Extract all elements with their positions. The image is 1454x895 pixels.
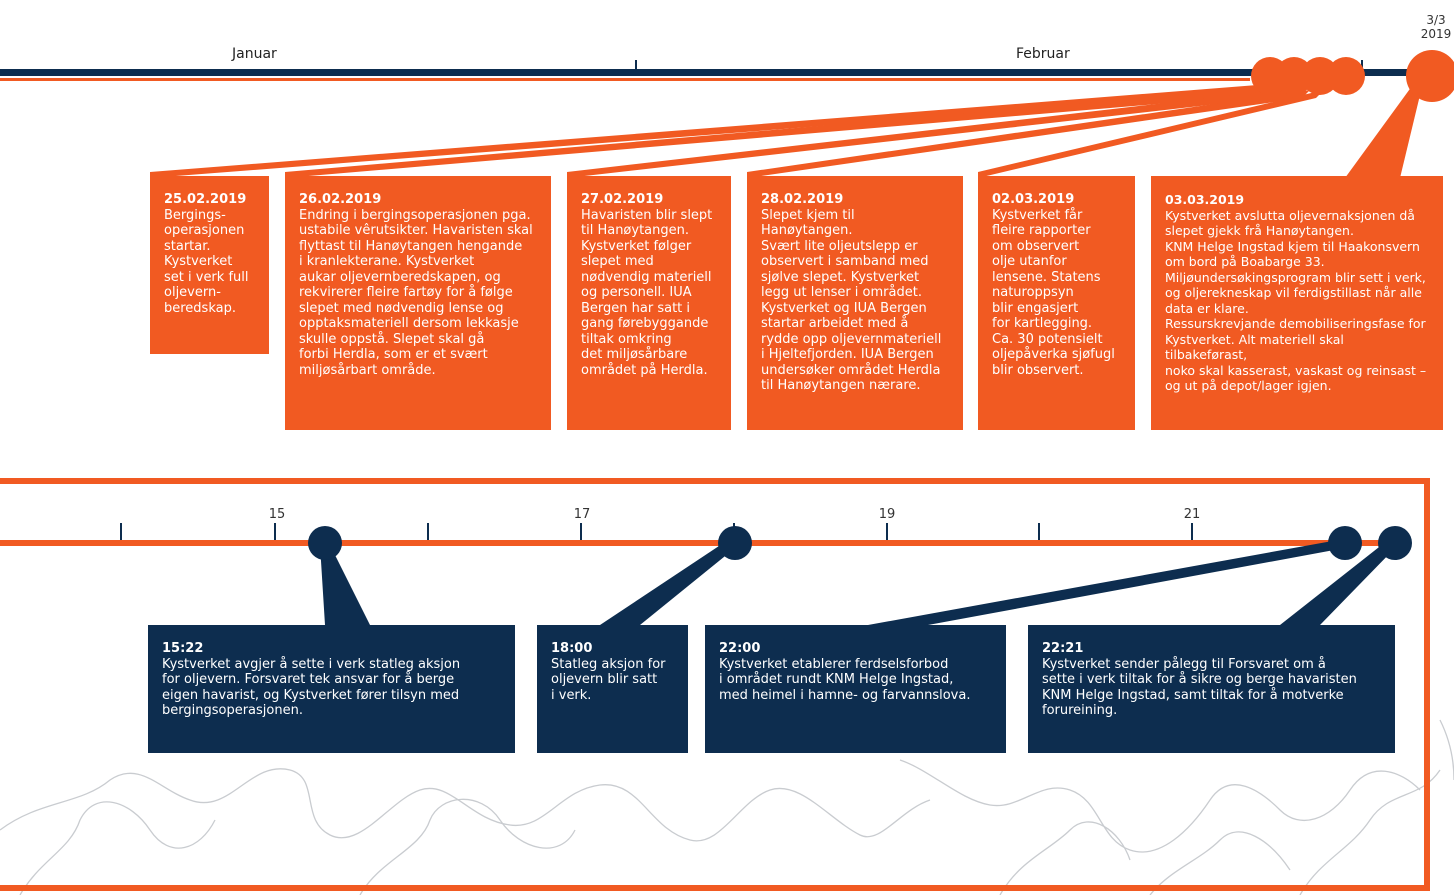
event-box-18-00: 18:00 Statleg aksjon for oljevern blir s… bbox=[537, 625, 688, 753]
event-date: 02.03.2019 bbox=[992, 192, 1075, 207]
connector-03-03 bbox=[1345, 86, 1420, 178]
connector-28-02 bbox=[747, 90, 1310, 178]
event-dot-15-22 bbox=[308, 526, 342, 560]
connector-27-02 bbox=[567, 88, 1295, 178]
connector-25-02 bbox=[150, 84, 1270, 178]
hour-tick-label-21: 21 bbox=[1183, 507, 1201, 522]
event-text: Kystverket får fleire rapporter om obser… bbox=[992, 207, 1115, 378]
month-label-januar: Januar bbox=[232, 46, 277, 62]
event-date: 28.02.2019 bbox=[761, 192, 844, 207]
event-date: 25.02.2019 bbox=[164, 192, 247, 207]
event-text: Kystverket avgjer å sette i verk statleg… bbox=[162, 656, 461, 719]
event-box-15-22: 15:22 Kystverket avgjer å sette i verk s… bbox=[148, 625, 515, 753]
event-box-22-21: 22:21 Kystverket sender pålegg til Forsv… bbox=[1028, 625, 1395, 753]
connector-22-21 bbox=[1280, 540, 1395, 625]
event-box-25-02: 25.02.2019 Bergings- operasjonen startar… bbox=[150, 176, 269, 354]
event-dot-18-00 bbox=[718, 526, 752, 560]
connector-18-00 bbox=[600, 540, 735, 625]
event-date: 26.02.2019 bbox=[299, 192, 382, 207]
event-dot-28-02 bbox=[1301, 57, 1339, 95]
event-text: Statleg aksjon for oljevern blir satt i … bbox=[551, 656, 666, 703]
event-dot-02-03 bbox=[1327, 57, 1365, 95]
event-box-26-02: 26.02.2019 Endring i bergingsoperasjonen… bbox=[285, 176, 551, 430]
end-date-label: 3/3 2019 bbox=[1418, 13, 1454, 41]
event-text: Havaristen blir slept til Hanøytangen. K… bbox=[581, 207, 713, 378]
event-time: 22:21 bbox=[1042, 641, 1084, 656]
event-text: Slepet kjem til Hanøytangen. Svært lite … bbox=[761, 207, 942, 394]
event-time: 15:22 bbox=[162, 641, 204, 656]
event-date: 27.02.2019 bbox=[581, 192, 664, 207]
connector-26-02 bbox=[285, 86, 1282, 178]
event-text: Endring i bergingsoperasjonen pga. ustab… bbox=[299, 207, 533, 378]
event-box-03-03: 03.03.2019 Kystverket avslutta oljeverna… bbox=[1151, 176, 1443, 430]
event-box-28-02: 28.02.2019 Slepet kjem til Hanøytangen. … bbox=[747, 176, 963, 430]
hour-tick-label-15: 15 bbox=[268, 507, 286, 522]
event-box-02-03: 02.03.2019 Kystverket får fleire rapport… bbox=[978, 176, 1135, 430]
end-date-line1: 3/3 bbox=[1426, 13, 1446, 27]
event-text: Kystverket avslutta oljevernaksjonen då … bbox=[1165, 207, 1427, 394]
event-dot-26-02 bbox=[1275, 57, 1313, 95]
event-box-27-02: 27.02.2019 Havaristen blir slept til Han… bbox=[567, 176, 731, 430]
month-label-februar: Februar bbox=[1016, 46, 1070, 62]
bottom-ticks bbox=[120, 523, 1193, 540]
top-connectors bbox=[150, 84, 1420, 178]
map-outline-decoration bbox=[0, 719, 1454, 895]
connector-22-00 bbox=[868, 540, 1345, 625]
hour-tick-label-19: 19 bbox=[878, 507, 896, 522]
event-dot-03-03 bbox=[1406, 50, 1454, 102]
event-time: 18:00 bbox=[551, 641, 593, 656]
event-date: 03.03.2019 bbox=[1165, 192, 1245, 207]
event-box-22-00: 22:00 Kystverket etablerer ferdselsforbo… bbox=[705, 625, 1006, 753]
hour-tick-label-17: 17 bbox=[573, 507, 591, 522]
bottom-timeline-line bbox=[0, 540, 1400, 546]
bottom-panel-frame bbox=[0, 478, 1430, 891]
event-text: Bergings- operasjonen startar. Kystverke… bbox=[164, 207, 249, 316]
end-date-line2: 2019 bbox=[1420, 27, 1452, 41]
top-event-markers bbox=[1251, 50, 1454, 102]
bottom-event-markers bbox=[308, 526, 1412, 560]
top-timeline-line-accent bbox=[0, 78, 1250, 81]
connector-02-03 bbox=[978, 90, 1324, 178]
event-text: Kystverket etablerer ferdselsforbod i om… bbox=[719, 656, 971, 703]
event-text: Kystverket sender pålegg til Forsvaret o… bbox=[1042, 656, 1357, 719]
connector-15-22 bbox=[320, 545, 370, 625]
bottom-connectors bbox=[320, 540, 1395, 625]
event-dot-22-00 bbox=[1328, 526, 1362, 560]
event-time: 22:00 bbox=[719, 641, 761, 656]
event-dot-22-21 bbox=[1378, 526, 1412, 560]
top-timeline-line bbox=[0, 69, 1440, 76]
